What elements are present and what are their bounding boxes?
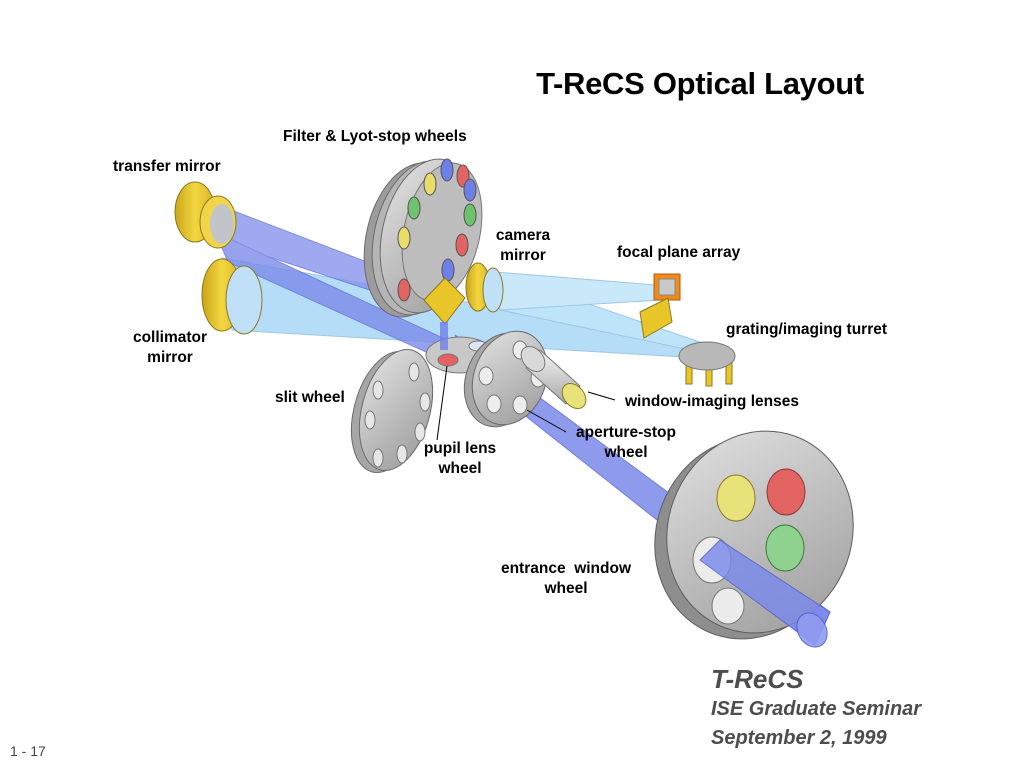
- label-entrance-window-line1: entrance window: [500, 560, 632, 577]
- label-focal-plane-array: focal plane array: [617, 244, 741, 261]
- filter-blue: [441, 258, 455, 282]
- filter-blue: [440, 158, 454, 182]
- label-pupil-lens-line2: wheel: [438, 460, 482, 477]
- label-collimator-line1: collimator: [132, 329, 208, 346]
- label-window-imaging-lenses: window-imaging lenses: [625, 393, 799, 410]
- label-aperture-stop-wheel: aperture-stop wheel: [566, 423, 686, 463]
- entrance-window-red: [766, 468, 806, 516]
- label-slit-wheel: slit wheel: [275, 389, 345, 406]
- filter-red: [455, 233, 469, 257]
- filter-yellow: [423, 172, 437, 196]
- label-camera-mirror: camera mirror: [478, 226, 568, 266]
- leader-lines: [436, 365, 616, 441]
- collimator-mirror: [201, 258, 263, 335]
- label-camera-mirror-line2: mirror: [500, 247, 546, 264]
- fpa-beam: [494, 271, 669, 311]
- footer-project: T-ReCS: [711, 664, 804, 694]
- slit-wheel-shape: [350, 348, 434, 474]
- grating-turret: [678, 341, 736, 387]
- slide-title: T-ReCS Optical Layout: [536, 66, 864, 101]
- entrance-window-clear: [711, 587, 745, 625]
- label-pupil-lens-line1: pupil lens: [423, 440, 497, 457]
- filter-yellow: [397, 226, 411, 250]
- label-transfer-mirror: transfer mirror: [113, 158, 221, 175]
- label-camera-mirror-line1: camera: [495, 227, 551, 244]
- filter-green: [463, 203, 477, 227]
- page-number: 1 - 17: [10, 743, 46, 759]
- label-collimator-line2: mirror: [147, 349, 193, 366]
- focal-plane-array: [639, 273, 681, 339]
- window-imaging-lens-tube: [520, 345, 587, 410]
- footer-seminar: ISE Graduate Seminar: [711, 698, 922, 720]
- filter-lyot-wheels: [363, 158, 483, 318]
- label-collimator-mirror: collimator mirror: [120, 328, 220, 368]
- transfer-mirror: [174, 181, 237, 249]
- entrance-beam-front: [699, 539, 831, 646]
- entrance-window-yellow: [716, 474, 756, 522]
- entrance-beam-end: [796, 612, 828, 648]
- filter-blue: [463, 178, 477, 202]
- filter-green: [407, 196, 421, 220]
- label-aperture-stop-line1: aperture-stop: [576, 424, 676, 441]
- label-entrance-window-line2: wheel: [544, 580, 588, 597]
- label-entrance-window-wheel: entrance window wheel: [490, 559, 642, 599]
- footer-date: September 2, 1999: [711, 727, 887, 749]
- label-filter-lyot-wheels: Filter & Lyot-stop wheels: [283, 128, 467, 145]
- label-grating-turret: grating/imaging turret: [726, 321, 888, 338]
- filter-red: [397, 278, 411, 302]
- label-aperture-stop-line2: wheel: [604, 444, 648, 461]
- label-pupil-lens-wheel: pupil lens wheel: [410, 439, 510, 479]
- entrance-window-green: [765, 524, 805, 572]
- camera-mirror: [465, 262, 504, 313]
